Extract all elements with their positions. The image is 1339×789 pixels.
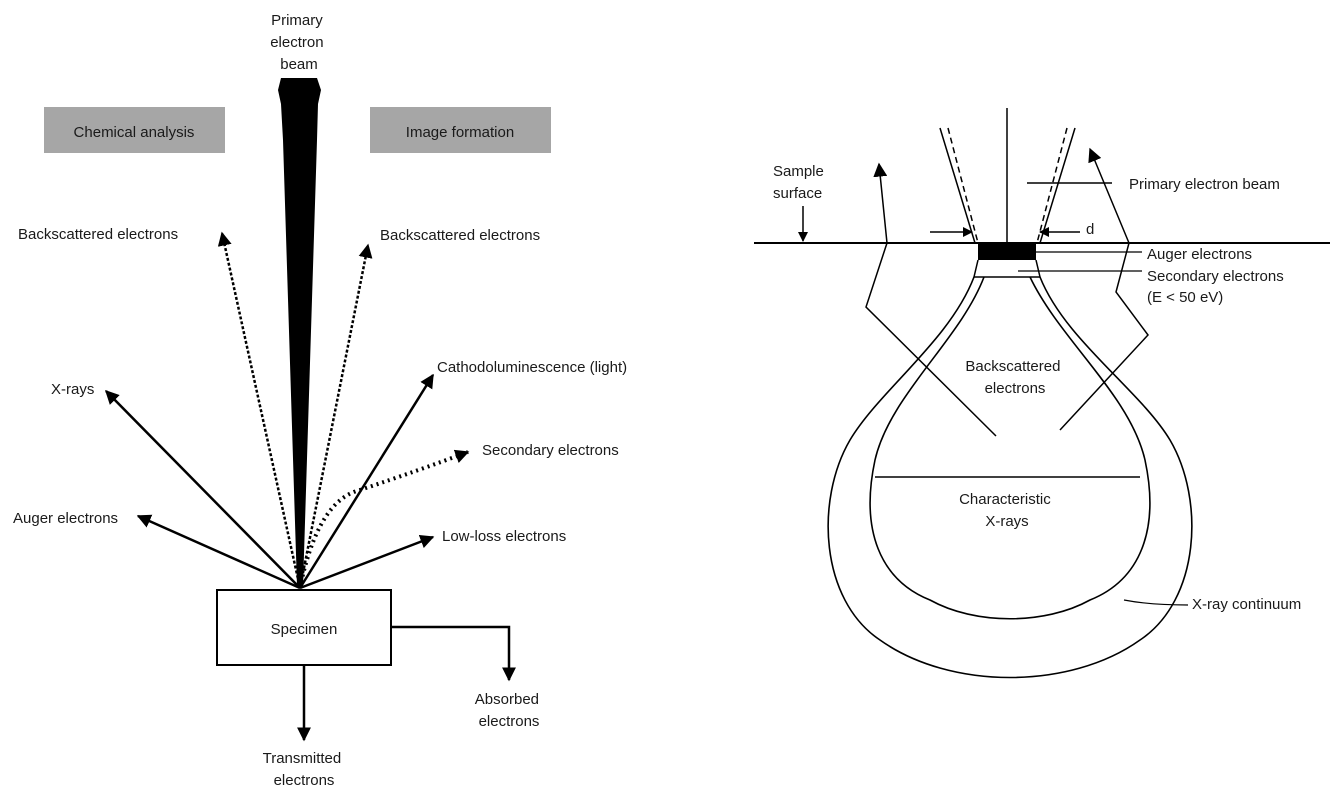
- absorbed-electrons-label: Absorbed electrons: [475, 691, 543, 730]
- chemical-analysis-label: Chemical analysis: [74, 124, 195, 141]
- xrays-label: X-rays: [51, 381, 94, 398]
- auger-region: [978, 243, 1036, 260]
- absorbed-electrons-arrow: [391, 625, 516, 682]
- backscattered-left-arrow: [217, 231, 302, 589]
- beam-cone-left-solid: [939, 127, 976, 244]
- lowloss-label: Low-loss electrons: [442, 528, 566, 545]
- xray-continuum-label: X-ray continuum: [1192, 596, 1301, 613]
- lowloss-arrow: [299, 534, 435, 590]
- beam-cone-right-solid: [1039, 127, 1076, 244]
- xrays-arrow: [105, 390, 301, 589]
- chemical-analysis-box: [44, 107, 225, 153]
- image-formation-box: [370, 107, 551, 153]
- secondary-region: [973, 259, 1041, 278]
- interaction-volume-diagram: Sample surface Primary electron beam d A…: [754, 108, 1330, 679]
- cathodoluminescence-label: Cathodoluminescence (light): [437, 359, 627, 376]
- specimen-box: [216, 589, 392, 666]
- beam-cone-left-dashed: [947, 127, 979, 244]
- sample-surface-label: Sample surface: [773, 163, 828, 202]
- continuum-leader: [1123, 599, 1189, 606]
- secondary-label: Secondary electrons (E < 50 eV): [1147, 268, 1288, 306]
- auger-label: Auger electrons: [1147, 246, 1252, 263]
- primary-beam-label: Primary electron beam: [270, 12, 328, 73]
- secondary-electrons-label: Secondary electrons: [482, 442, 619, 459]
- transmitted-electrons-label: Transmitted electrons: [263, 750, 346, 789]
- d-label: d: [1086, 221, 1094, 238]
- characteristic-xrays-label: Characteristic X-rays: [959, 491, 1055, 530]
- specimen-label: Specimen: [271, 621, 338, 638]
- auger-arrow: [136, 514, 301, 590]
- image-formation-label: Image formation: [406, 124, 514, 141]
- backscattered-path-right: [1059, 147, 1149, 431]
- signals-diagram: Primary electron beam Chemical analysis …: [13, 12, 627, 789]
- backscattered-label: Backscattered electrons: [965, 358, 1064, 397]
- xray-continuum-boundary: [827, 276, 1193, 679]
- primary-beam-label: Primary electron beam: [1129, 176, 1280, 193]
- cathodoluminescence-arrow: [298, 373, 435, 589]
- backscattered-left-label: Backscattered electrons: [18, 226, 178, 243]
- backscattered-right-arrow: [298, 243, 373, 589]
- beam-cone-right-dashed: [1036, 127, 1068, 244]
- secondary-electrons-arrow: [298, 449, 470, 589]
- auger-label: Auger electrons: [13, 510, 118, 527]
- backscattered-right-label: Backscattered electrons: [380, 227, 540, 244]
- primary-electron-beam: [278, 78, 321, 586]
- backscattered-path-left: [865, 162, 997, 437]
- characteristic-boundary: [869, 276, 1151, 620]
